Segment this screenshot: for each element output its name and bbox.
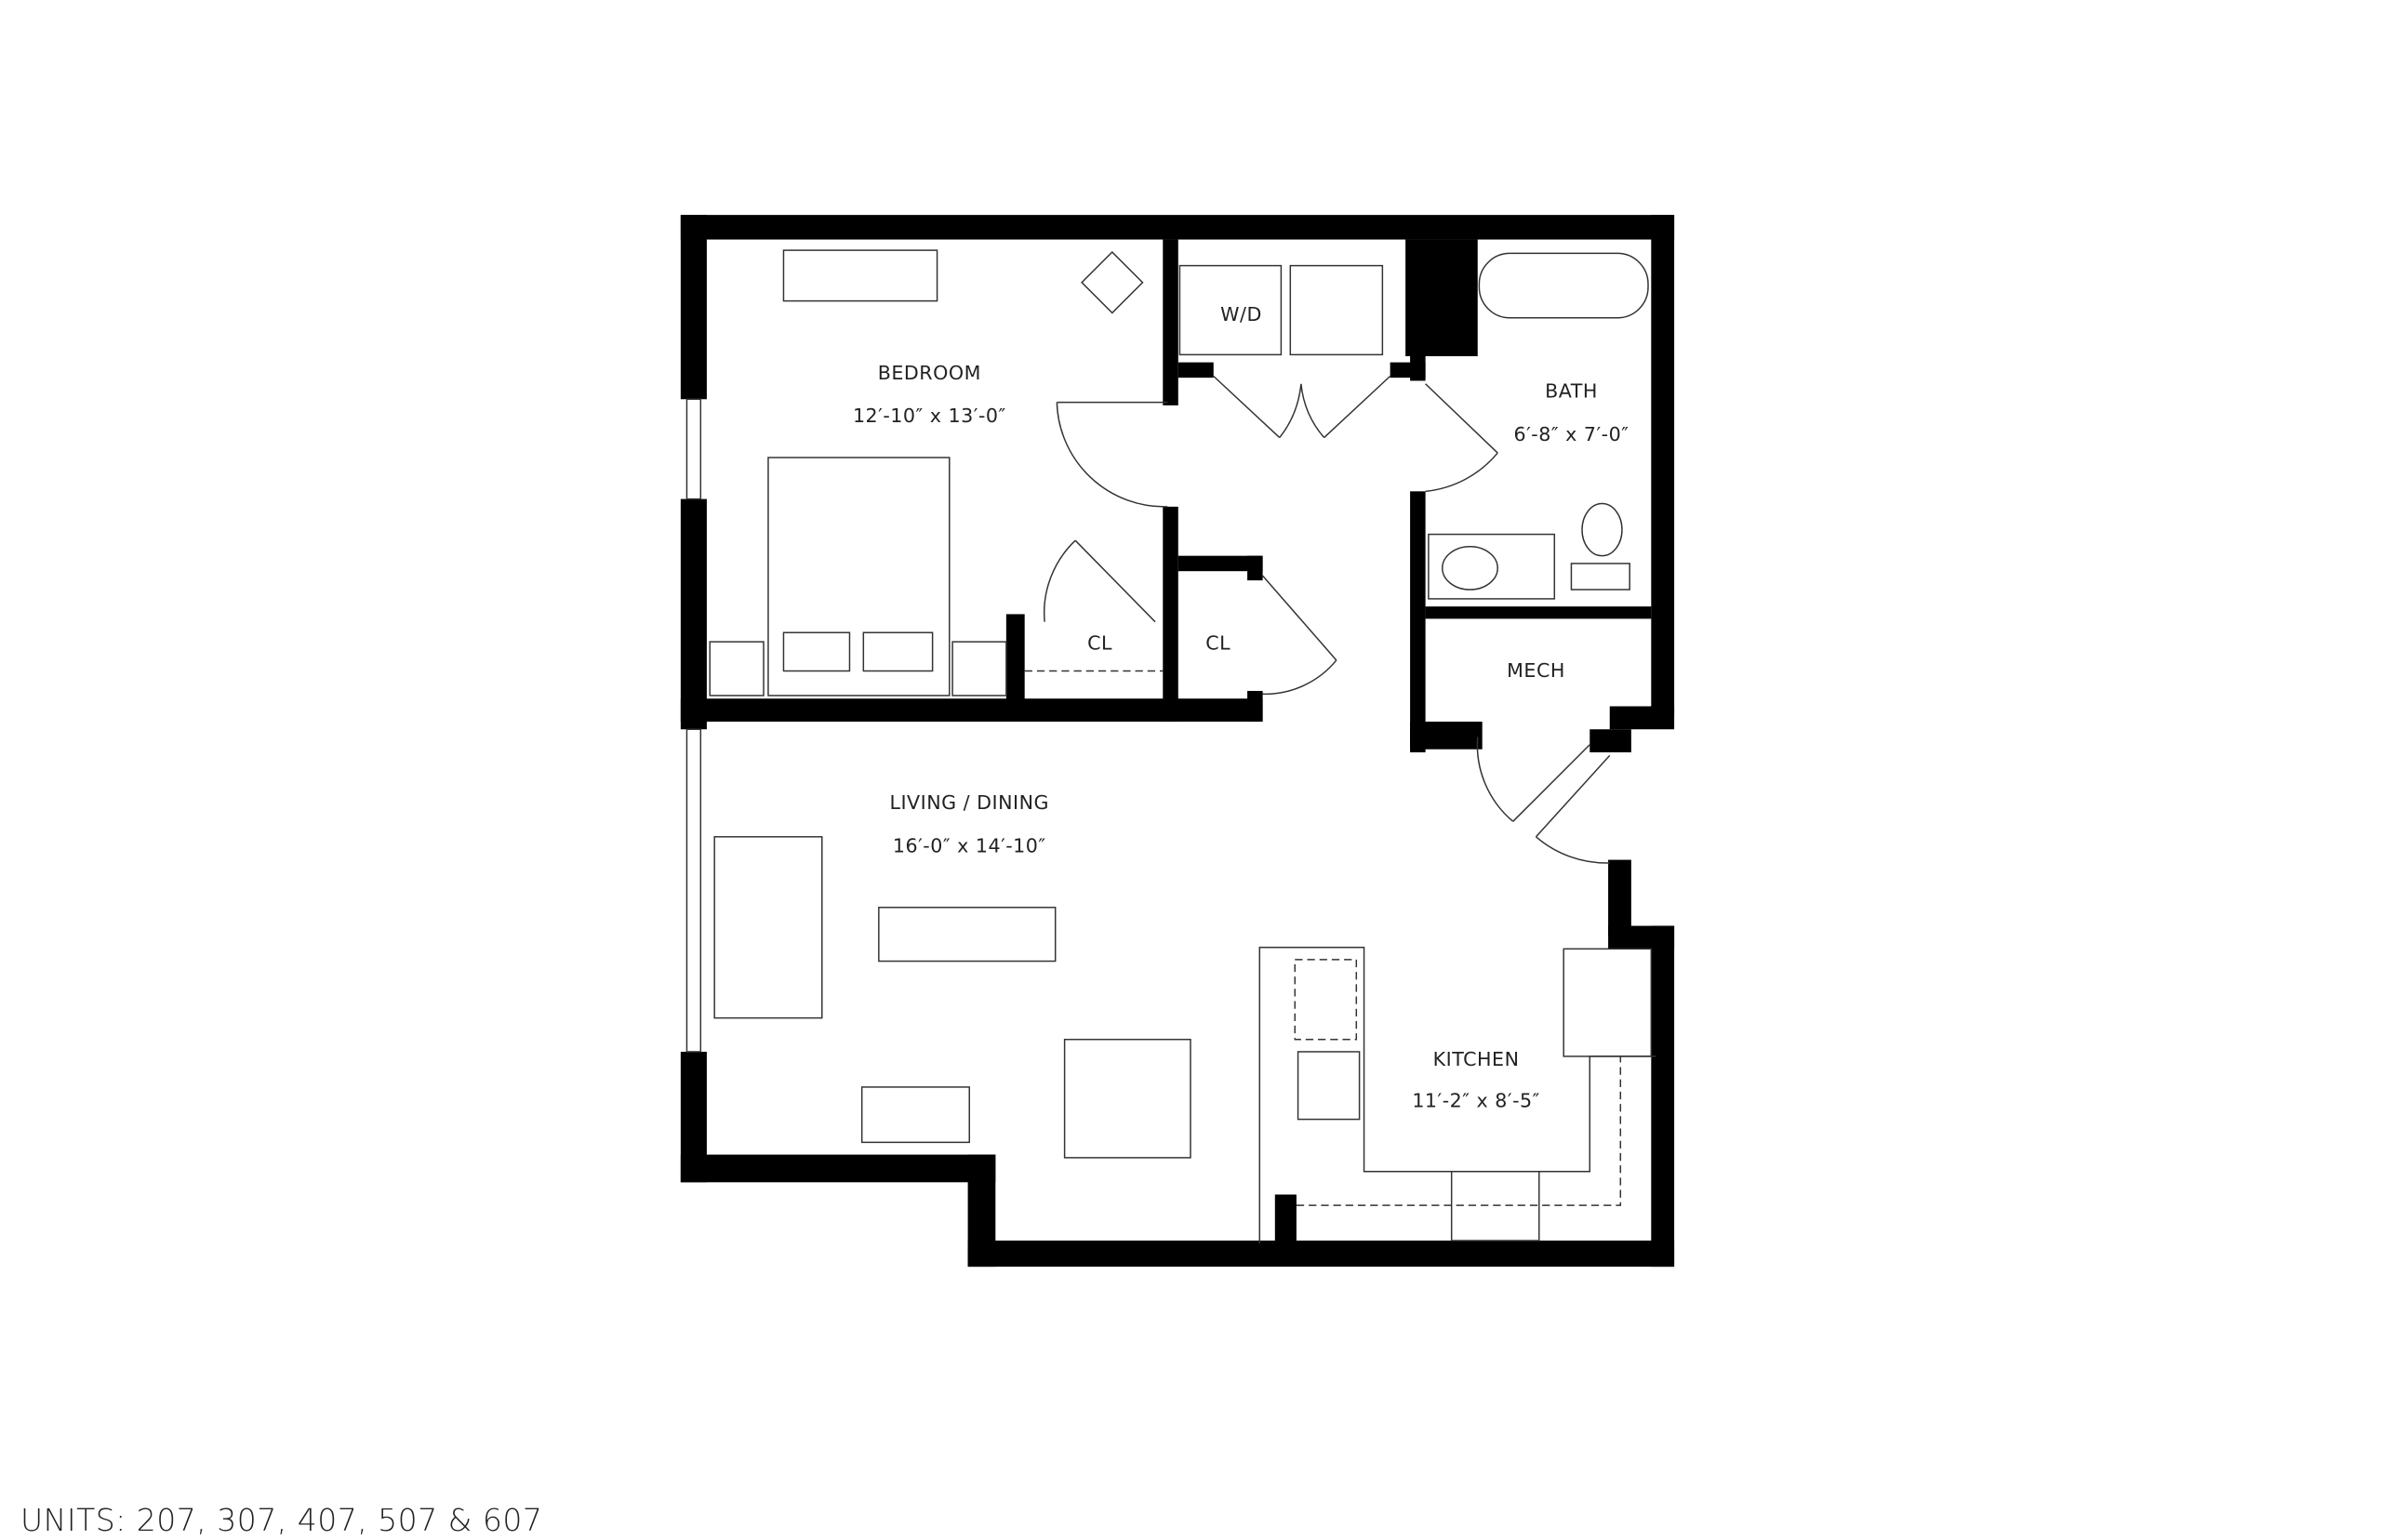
living-size: 16′-0″ x 14′-10″: [893, 834, 1046, 856]
units-caption: UNITS: 207, 307, 407, 507 & 607: [20, 1502, 543, 1538]
bedroom-size: 12′-10″ x 13′-0″: [853, 405, 1006, 427]
windows: [685, 398, 702, 1053]
closet2-label: CL: [1205, 631, 1230, 654]
laundry-label: W/D: [1220, 303, 1262, 325]
living-label: LIVING / DINING: [889, 791, 1049, 814]
furniture: [709, 249, 1656, 1244]
doors: [1043, 375, 1611, 864]
closet1-label: CL: [1087, 631, 1112, 654]
kitchen-size: 11′-2″ x 8′-5″: [1412, 1089, 1540, 1111]
bedroom-label: BEDROOM: [878, 362, 981, 384]
kitchen-label: KITCHEN: [1433, 1048, 1520, 1070]
bath-size: 6′-8″ x 7′-0″: [1514, 423, 1629, 445]
mech-label: MECH: [1507, 659, 1565, 682]
bath-label: BATH: [1545, 380, 1598, 403]
walls: [680, 215, 1675, 1268]
